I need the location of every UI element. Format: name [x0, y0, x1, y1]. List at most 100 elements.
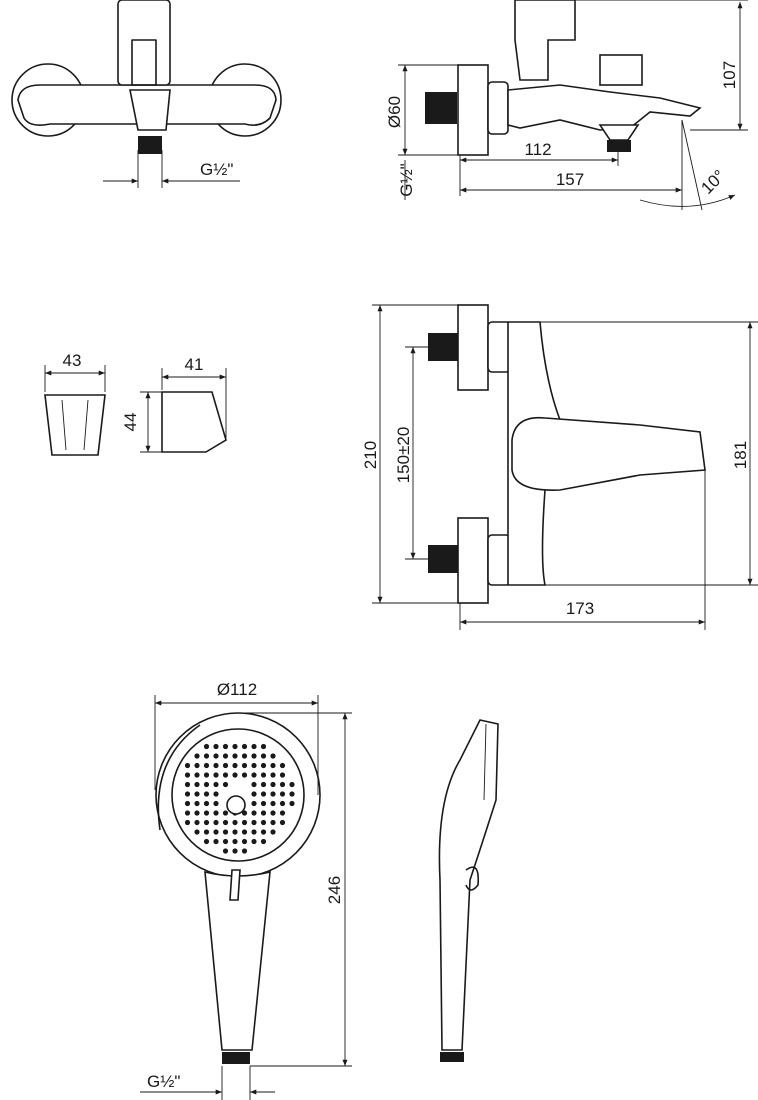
spray-hole [203, 743, 210, 750]
spray-hole [232, 838, 238, 845]
spray-hole [241, 838, 248, 845]
spray-hole [232, 753, 238, 759]
spray-hole [184, 791, 191, 797]
spray-hole [260, 819, 267, 826]
spray-hole [251, 819, 257, 826]
spray-hole [194, 819, 200, 826]
spray-hole [222, 781, 229, 788]
spray-hole [260, 838, 267, 845]
spray-hole [213, 762, 219, 769]
shower-mixer-front-view: 210 150±20 181 173 [361, 304, 758, 630]
thread-dimension-label: G½" [200, 160, 233, 179]
spray-hole [222, 838, 229, 845]
spray-hole [260, 762, 267, 769]
depth-173-label: 173 [566, 599, 594, 618]
spray-hole [241, 753, 248, 759]
hand-shower-front-view: Ø112 246 G½" [140, 680, 352, 1100]
spray-hole [270, 791, 276, 797]
spray-hole [203, 819, 210, 826]
spray-hole [241, 829, 248, 835]
spray-hole [213, 781, 219, 788]
spray-hole [270, 753, 276, 759]
spray-hole [241, 848, 248, 854]
spray-hole [213, 810, 219, 816]
spray-hole [203, 810, 210, 816]
spray-hole [260, 810, 267, 816]
spray-hole [203, 800, 210, 807]
spray-hole [222, 762, 229, 769]
angle-dimension-label: 10° [697, 166, 729, 198]
spray-hole [222, 819, 229, 826]
spray-hole [194, 762, 200, 769]
spacing-label: 150±20 [394, 427, 413, 484]
spray-hole [270, 772, 276, 778]
spray-hole [251, 772, 257, 778]
spray-hole [270, 762, 276, 769]
spray-hole [270, 819, 276, 826]
bath-mixer-side-view: Ø60 G½" 107 112 157 10° [385, 0, 748, 211]
spray-hole [203, 829, 210, 835]
spray-hole [222, 743, 229, 750]
spray-hole [213, 819, 219, 826]
thread-dimension-label: G½" [397, 163, 416, 196]
spray-hole [279, 791, 286, 797]
holder-front-width-label: 43 [63, 351, 82, 370]
spray-hole [232, 762, 238, 769]
spray-hole [184, 762, 191, 769]
spray-hole [251, 743, 257, 750]
spray-hole [289, 800, 295, 807]
holder-side-width-label: 41 [185, 355, 204, 374]
spray-hole [184, 772, 191, 778]
height-181-label: 181 [731, 441, 750, 469]
spray-hole [194, 829, 200, 835]
spray-hole [260, 753, 267, 759]
spray-hole [232, 743, 238, 750]
spray-hole [241, 772, 248, 778]
spray-hole [251, 791, 257, 797]
spray-hole [260, 781, 267, 788]
spray-hole [260, 791, 267, 797]
spray-hole [279, 800, 286, 807]
shower-length-label: 246 [325, 876, 344, 904]
spray-hole [194, 810, 200, 816]
spray-holes [184, 743, 295, 854]
spray-hole [279, 810, 286, 816]
spray-hole [194, 772, 200, 778]
spray-hole [251, 829, 257, 835]
spray-hole [203, 762, 210, 769]
spray-hole [241, 762, 248, 769]
spray-hole [213, 829, 219, 835]
spray-hole [222, 848, 229, 854]
shower-holder-views: 43 41 44 [44, 351, 227, 456]
spray-hole [251, 800, 257, 807]
spray-hole [213, 743, 219, 750]
spray-hole [222, 772, 229, 778]
spray-hole [232, 772, 238, 778]
spray-hole [260, 800, 267, 807]
spray-hole [232, 829, 238, 835]
spray-hole [241, 819, 248, 826]
spray-hole [289, 781, 295, 788]
hand-shower-side-view [438, 719, 499, 1062]
spray-hole [184, 781, 191, 788]
spray-hole [203, 838, 210, 845]
shower-thread-label: G½" [147, 1072, 180, 1091]
spray-hole [203, 781, 210, 788]
shower-diameter-label: Ø112 [217, 680, 257, 699]
bath-mixer-front-view: G½" [11, 0, 282, 188]
spray-hole [260, 829, 267, 835]
spray-hole [270, 829, 276, 835]
spray-hole [203, 772, 210, 778]
spray-hole [222, 829, 229, 835]
spray-hole [251, 762, 257, 769]
spray-hole [213, 838, 219, 845]
holder-height-label: 44 [121, 413, 140, 432]
height-210-label: 210 [361, 441, 380, 469]
spray-hole [279, 772, 286, 778]
spray-hole [184, 810, 191, 816]
spray-hole [241, 810, 248, 816]
spray-hole [194, 753, 200, 759]
spray-hole [279, 781, 286, 788]
spray-hole [289, 791, 295, 797]
